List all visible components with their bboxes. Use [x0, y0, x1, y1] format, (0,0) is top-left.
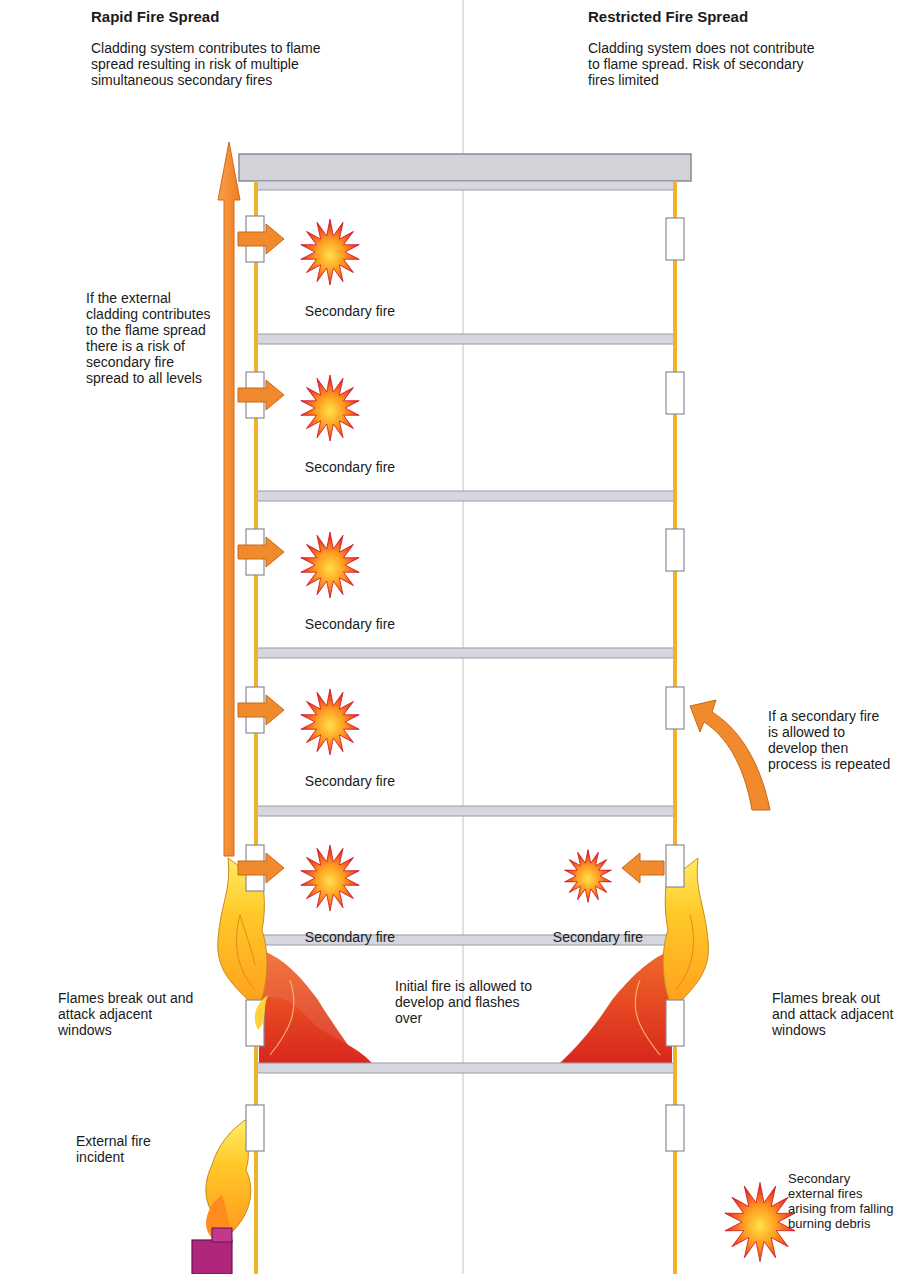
panel-description: Cladding system contributes to flame spr…: [91, 40, 326, 88]
side-note: If a secondary fire is allowed to develo…: [768, 708, 893, 772]
fire-burst: [301, 689, 359, 755]
side-note: If the external cladding contributes to …: [86, 290, 218, 387]
fire-label: Secondary fire: [275, 773, 425, 789]
repeat-arrow: [690, 700, 770, 810]
fire-label: Secondary fire: [523, 929, 673, 945]
flame-line: [236, 915, 255, 990]
fire-burst: [301, 532, 359, 598]
fire-label: Secondary fire: [275, 616, 425, 632]
panel-description: Cladding system does not contribute to f…: [588, 40, 828, 88]
fire-burst: [301, 219, 359, 285]
callout-note: Secondary external fires arising from fa…: [788, 1172, 898, 1232]
fire-label: Secondary fire: [275, 459, 425, 475]
flame-line: [635, 980, 660, 1055]
callout-note: Flames break out and attack adjacent win…: [772, 990, 897, 1038]
panel-heading: Restricted Fire Spread: [588, 8, 848, 25]
secondary-fires: [301, 219, 795, 1262]
flame-line: [270, 980, 294, 1055]
fire-burst: [301, 845, 359, 911]
floor-slabs: [257, 181, 674, 1073]
room-fire: [560, 950, 672, 1063]
roof-slab: [239, 154, 691, 181]
windows: [246, 216, 684, 1151]
fire-burst: [725, 1182, 795, 1261]
fire-burst: [565, 850, 612, 903]
burning-object: [212, 1228, 232, 1242]
fire-label: Secondary fire: [275, 929, 425, 945]
divider-line: [462, 0, 464, 1274]
room-fire: [259, 950, 360, 1063]
fire-burst: [301, 375, 359, 441]
panel-heading: Rapid Fire Spread: [91, 8, 351, 25]
callout-note: Flames break out and attack adjacent win…: [58, 990, 208, 1038]
callout-note: Initial fire is allowed to develop and f…: [395, 978, 535, 1026]
fire-label: Secondary fire: [275, 303, 425, 319]
flame-line: [676, 915, 694, 990]
ignition-arrows: [238, 224, 664, 883]
burning-object: [192, 1240, 232, 1274]
spread-arrow: [218, 142, 240, 856]
callout-note: External fire incident: [76, 1133, 186, 1165]
external-flame: [255, 995, 268, 1030]
